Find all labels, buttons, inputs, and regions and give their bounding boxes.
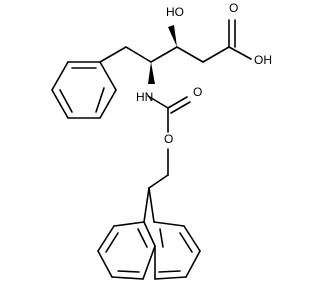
bond-hydroxy-to-methylene <box>176 46 204 63</box>
left-ring-inner-double-2 <box>117 270 140 273</box>
left-ring-top-left <box>97 225 115 252</box>
right-ring-inner-double-1 <box>179 232 193 253</box>
bond-ring-lower-left <box>51 89 69 119</box>
ester-oxygen-label: O <box>164 132 173 146</box>
left-ring-left <box>97 250 113 278</box>
left-ring-right <box>142 245 156 280</box>
fluorene-center-left <box>143 187 150 223</box>
left-ring-inner-double-3 <box>137 228 148 248</box>
carbamate-carbonyl-oxygen-label: O <box>193 85 202 99</box>
fluorene-bridge <box>143 221 156 247</box>
bond-methylene-to-carboxyl <box>202 46 230 63</box>
bond-ring-upper-left <box>51 61 69 91</box>
phenyl-ring <box>51 61 117 119</box>
bond-benzyl-to-amino-carbon <box>125 46 152 63</box>
right-ring-bottom <box>154 276 187 280</box>
left-ring-inner-double-1 <box>105 232 119 253</box>
fluorene-system <box>97 187 201 280</box>
background <box>0 0 290 299</box>
bond-ring-upper-right <box>99 61 117 91</box>
bond-ring-to-benzyl-carbon <box>99 46 127 63</box>
right-ring-inner-double-3 <box>159 228 164 248</box>
right-ring-inner-double-2 <box>158 270 181 273</box>
right-ring-top-left <box>153 221 185 227</box>
inner-double-bond-left <box>59 89 73 113</box>
fluorene-center-right <box>148 187 155 223</box>
carbamate-carbonyl-bond <box>167 96 188 109</box>
carboxyl-hydroxyl-bond <box>228 46 252 60</box>
acid-hydroxyl-label: OH <box>254 53 272 67</box>
hydroxyl-wedge-bond <box>168 25 177 47</box>
chemical-structure: HO O OH HN O O <box>0 0 290 299</box>
bond-amino-to-hydroxy-carbon <box>150 46 178 63</box>
left-ring-top-right <box>113 221 145 227</box>
right-ring-right <box>185 250 201 278</box>
left-ring-bottom <box>111 276 144 280</box>
carbamate-carbonyl-double-bond <box>170 101 191 114</box>
amino-wedge-bond <box>148 62 155 84</box>
acid-carbonyl-oxygen-label: O <box>229 1 238 15</box>
nitrogen-to-carbamate-carbon <box>147 95 169 109</box>
hydroxyl-label: HO <box>166 5 184 19</box>
inner-double-bond-right <box>95 87 105 113</box>
right-ring-top-right <box>183 225 201 252</box>
methylene-to-fluorene <box>148 174 169 189</box>
bond-ring-lower-right <box>99 89 117 119</box>
amine-label: HN <box>136 90 153 104</box>
